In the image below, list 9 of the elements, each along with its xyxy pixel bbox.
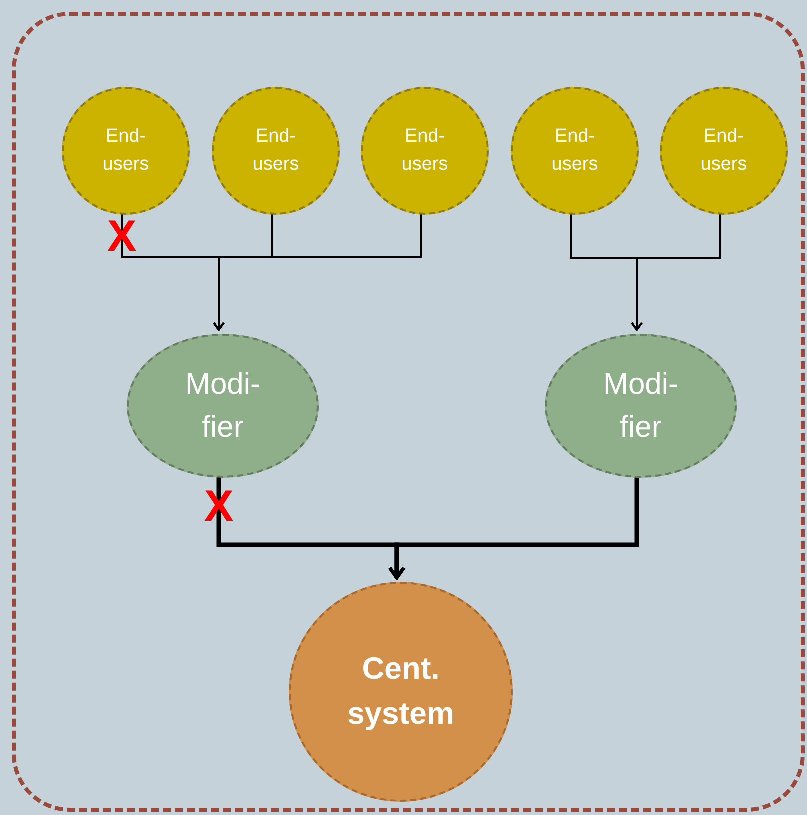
node-label: End- users [400,125,450,177]
node-label: Modi- fier [184,366,262,446]
dashed-frame [12,12,805,812]
node-label: Modi- fier [602,366,680,446]
node-label: End- users [102,125,150,177]
node-label: End- users [550,125,600,177]
node-label: End- users [700,125,748,177]
node-label: Cent. system [346,650,456,733]
node-label: End- users [252,125,300,177]
